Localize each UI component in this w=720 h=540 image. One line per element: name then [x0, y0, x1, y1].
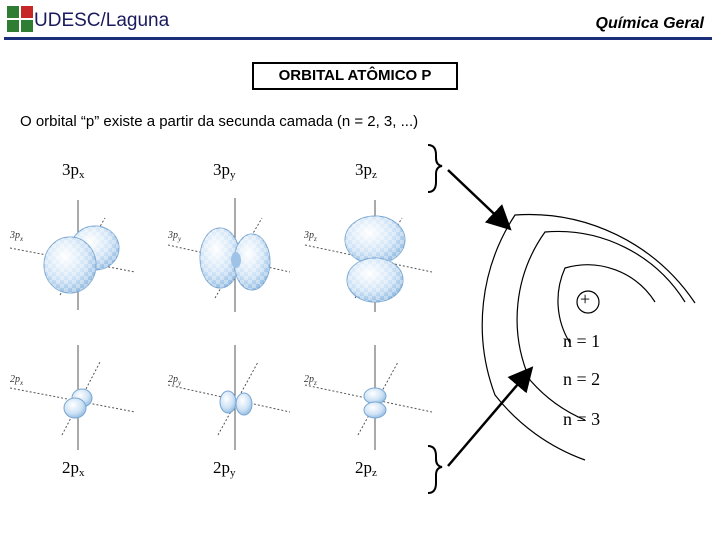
intro-text: O orbital “p” existe a partir da secunda…	[20, 113, 419, 130]
nucleus	[576, 290, 600, 314]
arrow-2p	[447, 366, 534, 467]
shell-n1	[557, 264, 656, 344]
label-2pz: 2pz	[355, 458, 377, 479]
orbital-3py	[167, 198, 291, 312]
level-n2: n = 2	[563, 369, 601, 389]
label-2py: 2py	[213, 458, 236, 479]
orbital-3pz	[304, 200, 433, 312]
label-2px: 2px	[62, 458, 85, 479]
brace-bottom	[427, 445, 443, 494]
orbital-3px	[9, 200, 136, 310]
orbital-2py	[167, 345, 291, 450]
label-3py: 3py	[213, 160, 236, 181]
fig-label-3pz: 3pz	[304, 230, 317, 243]
logo-icon	[7, 6, 33, 32]
course-title: Química Geral	[595, 15, 705, 32]
level-n1: n = 1	[563, 331, 601, 351]
shell-n2	[516, 230, 686, 421]
level-n3: n = 3	[563, 409, 601, 429]
orbital-2px	[9, 345, 136, 450]
brace-top	[427, 144, 443, 193]
orbital-2pz	[304, 345, 433, 450]
header-rule	[4, 37, 712, 40]
logo-text: UDESC/Laguna	[34, 10, 170, 31]
fig-label-3py: 3py	[168, 230, 182, 243]
fig-label-2px: 2px	[10, 374, 24, 387]
slide-title: ORBITAL ATÔMICO P	[252, 62, 458, 90]
label-3px: 3px	[62, 160, 85, 181]
udesc-logo	[6, 4, 166, 34]
label-3pz: 3pz	[355, 160, 377, 181]
nucleus-symbol: +	[580, 289, 591, 309]
shell-n3	[481, 213, 696, 461]
arrow-3p	[447, 169, 512, 231]
fig-label-2pz: 2pz	[304, 374, 317, 387]
fig-label-2py: 2py	[168, 374, 182, 387]
fig-label-3px: 3px	[10, 230, 24, 243]
